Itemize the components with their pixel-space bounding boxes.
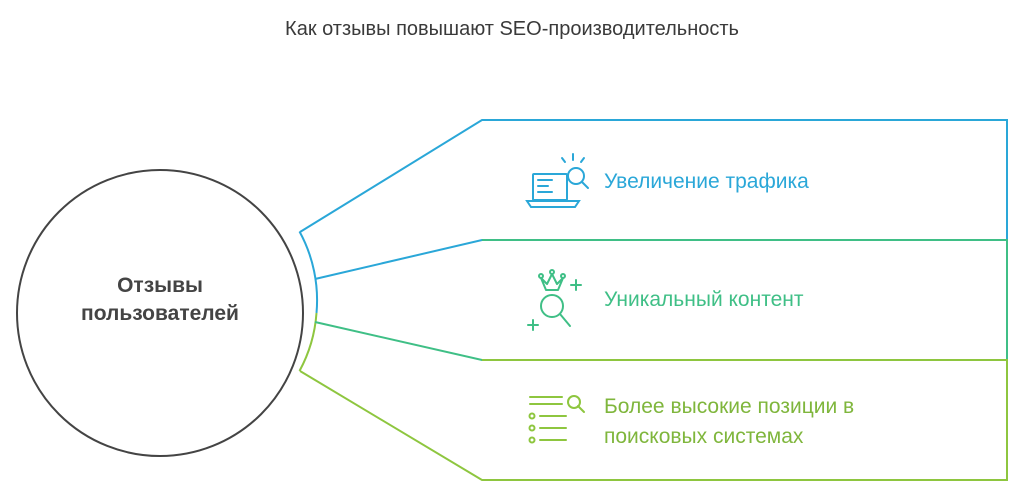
branch-3-outline [299,359,1008,481]
page-title: Как отзывы повышают SEO-производительнос… [285,18,739,40]
arc-blue [298,231,319,314]
item-label-unique-content: Уникальный контент [604,288,804,311]
branch-1-outline [299,119,1008,280]
hub-label-line2: пользователей [81,302,239,325]
search-list-icon [528,395,585,444]
hub-circle [16,169,304,457]
crown-search-icon [527,269,582,331]
hub-label-line1: Отзывы [117,274,203,297]
hub-label: Отзывы пользователей [40,272,280,328]
laptop-search-icon [525,153,589,208]
item-label-search-ranking-line1: Более высокие позиции в [604,395,855,418]
item-label-search-ranking-line2: поисковых системах [604,425,804,448]
arc-green [298,312,318,372]
item-label-search-ranking: Более высокие позиции в поисковых систем… [604,392,854,452]
item-label-traffic: Увеличение трафика [604,170,809,193]
